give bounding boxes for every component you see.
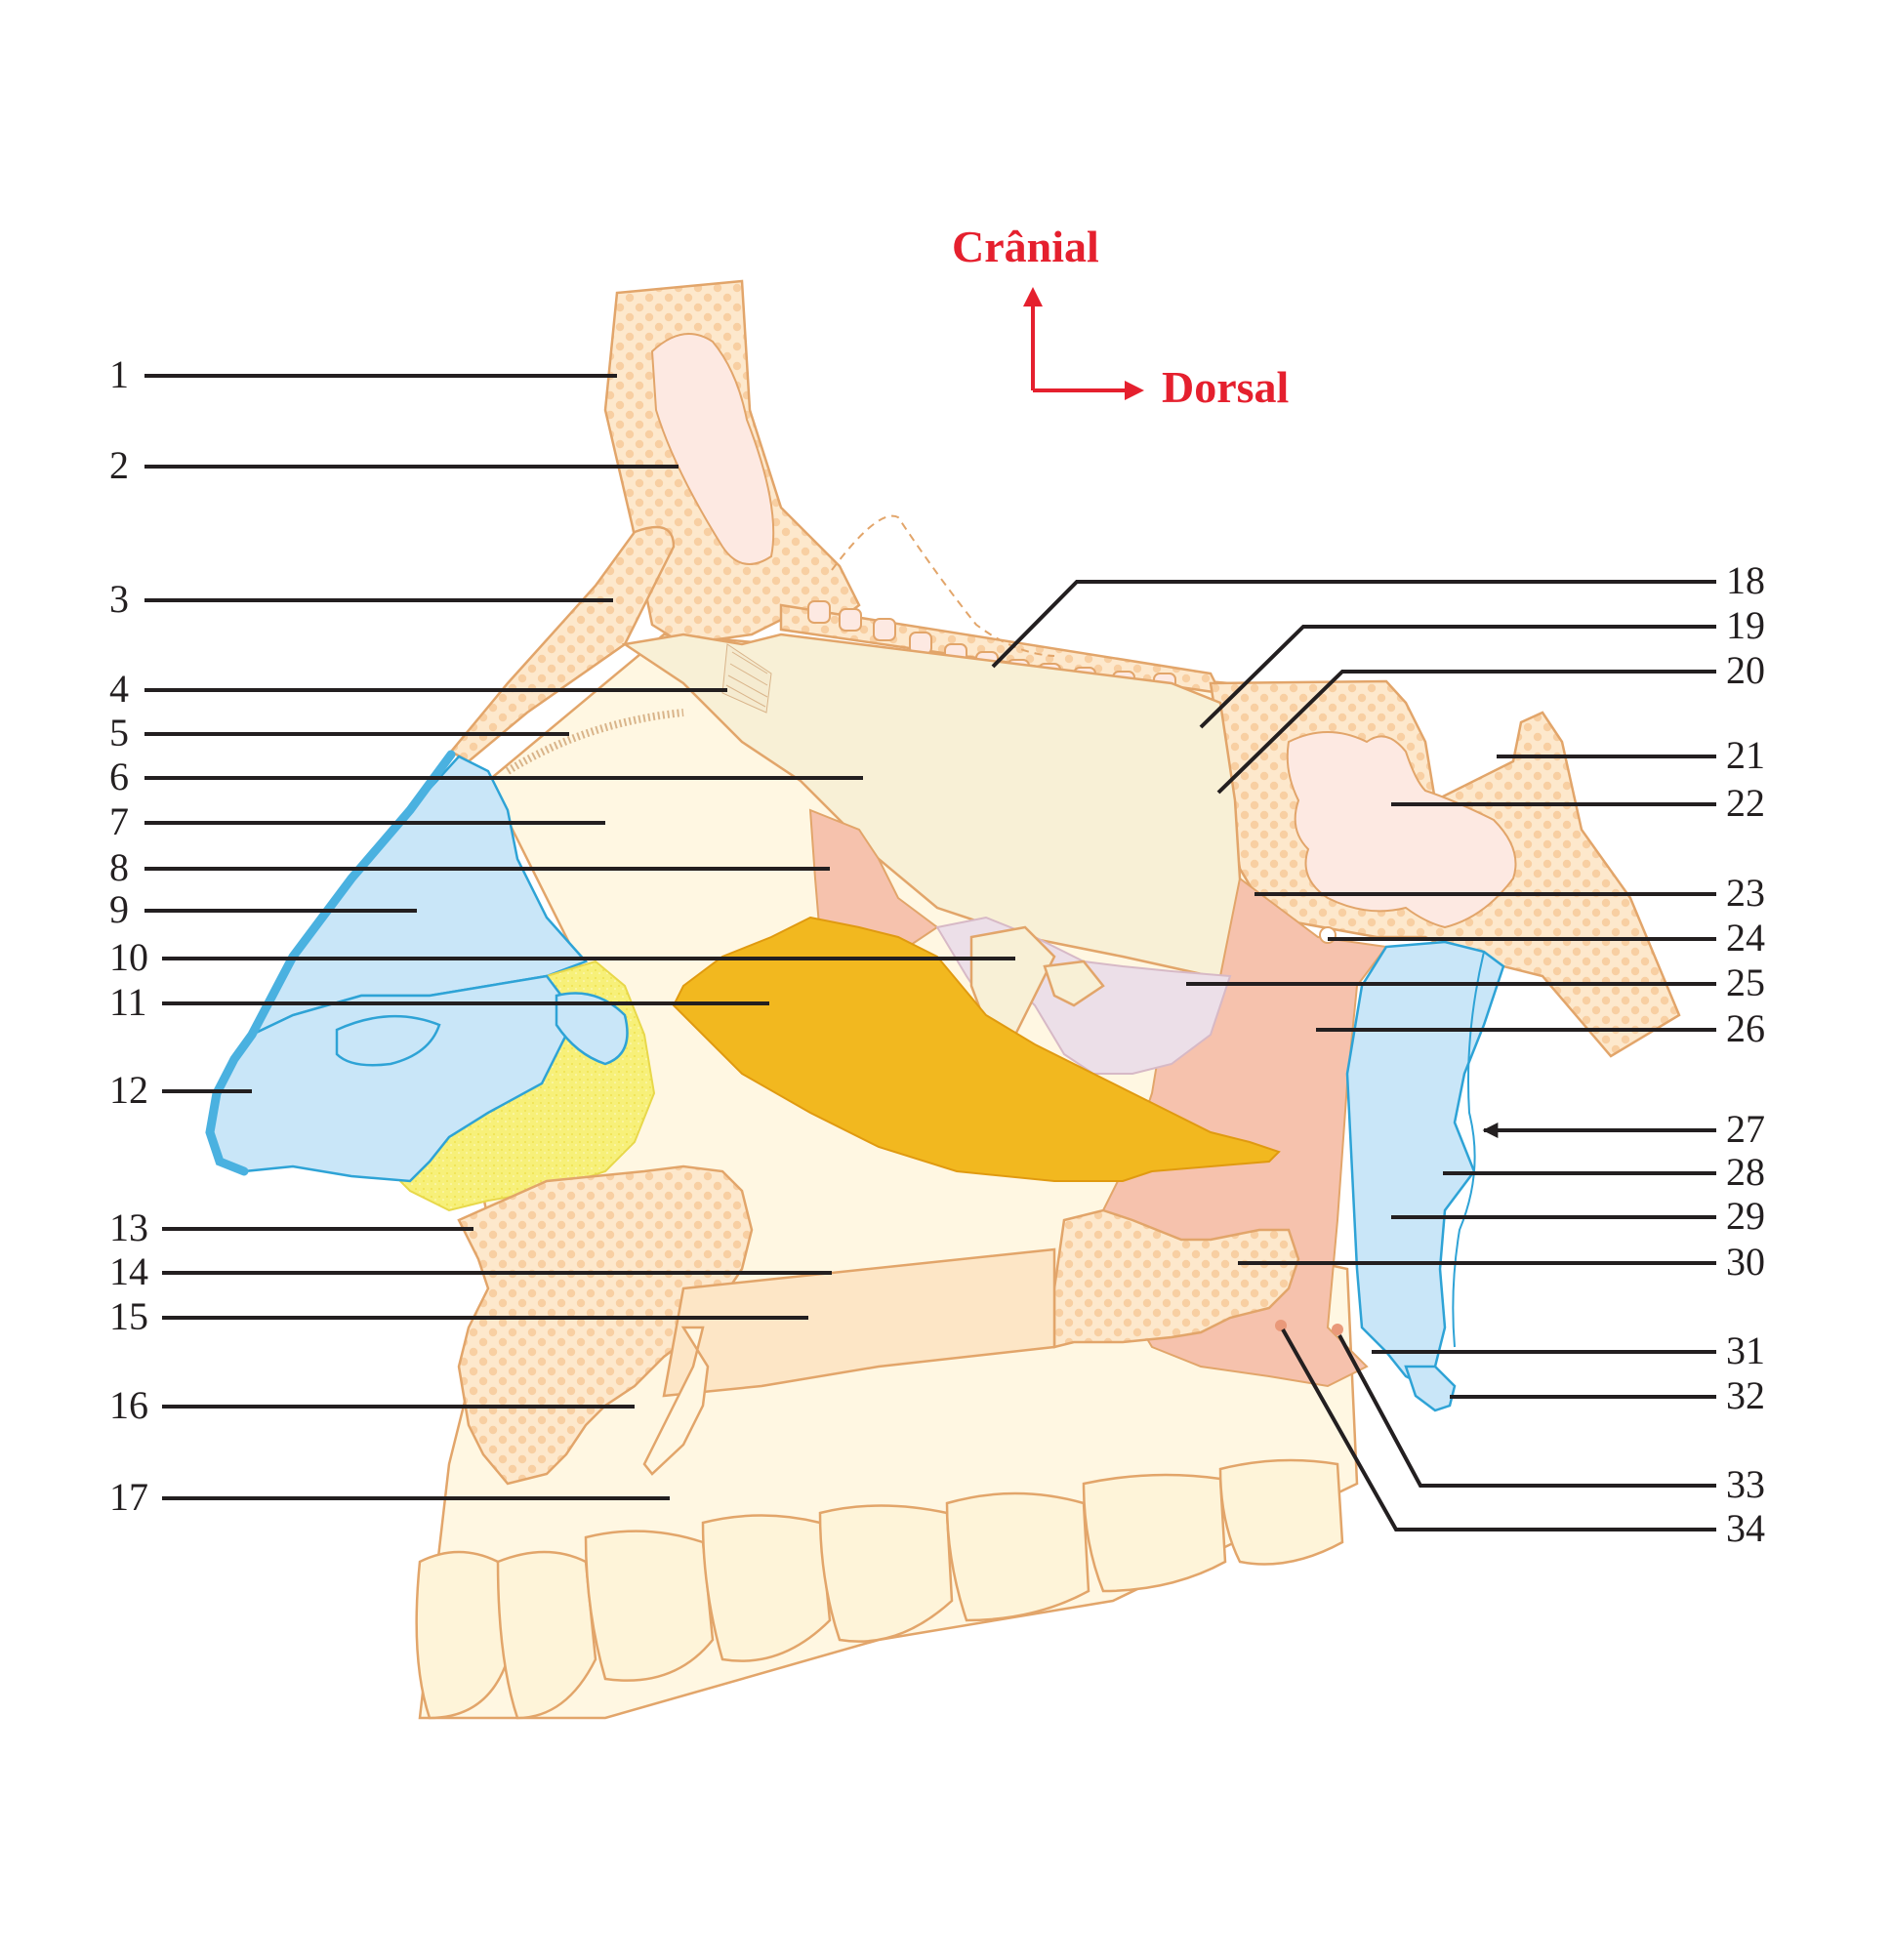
nasal-bone	[449, 525, 676, 763]
label-22: 22	[1726, 781, 1765, 825]
label-9: 9	[109, 887, 129, 931]
orientation-indicator: Crânial Dorsal	[952, 222, 1289, 412]
label-13: 13	[109, 1205, 148, 1249]
label-25: 25	[1726, 960, 1765, 1004]
label-24: 24	[1726, 916, 1765, 960]
alar-cartilage-inner	[335, 1014, 441, 1067]
label-32: 32	[1726, 1373, 1765, 1417]
label-12: 12	[109, 1068, 148, 1112]
leader-lines-left	[144, 374, 1015, 1500]
mucosa-upper	[808, 808, 939, 959]
label-1: 1	[109, 352, 129, 396]
opening-33	[1332, 1324, 1343, 1335]
opening-34	[1275, 1320, 1287, 1331]
label-33: 33	[1726, 1462, 1765, 1506]
concha-fragment	[1043, 960, 1105, 1007]
incisive-canal	[642, 1326, 710, 1476]
dorsal-label: Dorsal	[1162, 362, 1289, 412]
teeth	[415, 1458, 1344, 1720]
label-20: 20	[1726, 648, 1765, 692]
label-34: 34	[1726, 1506, 1765, 1550]
label-4: 4	[109, 667, 129, 711]
label-16: 16	[109, 1383, 148, 1427]
label-29: 29	[1726, 1194, 1765, 1238]
label-8: 8	[109, 845, 129, 889]
label-5: 5	[109, 711, 129, 755]
label-30: 30	[1726, 1240, 1765, 1284]
maxilla-palatine-process	[457, 1164, 754, 1486]
label-2: 2	[109, 443, 129, 487]
label-19: 19	[1726, 603, 1765, 647]
label-18: 18	[1726, 558, 1765, 602]
labels-left: 1 2 3 4 5 6 7 8 9 10 11 12 13 14 15 16 1…	[109, 352, 148, 1519]
anatomy	[205, 279, 1681, 1720]
label-26: 26	[1726, 1006, 1765, 1050]
label-6: 6	[109, 755, 129, 798]
label-11: 11	[109, 980, 147, 1024]
labels-right: 18 19 20 21 22 23 24 25 26 27 28 29 30 3…	[1726, 558, 1765, 1550]
middle-concha-edge	[969, 925, 1056, 1037]
label-15: 15	[109, 1294, 148, 1338]
label-27: 27	[1726, 1107, 1765, 1151]
hard-palate	[662, 1247, 1056, 1398]
label-31: 31	[1726, 1328, 1765, 1372]
uvula-tip	[1404, 1365, 1457, 1412]
ethmoid-lamina	[721, 643, 772, 714]
frontal-sinus	[650, 333, 775, 565]
label-23: 23	[1726, 871, 1765, 915]
alar-cartilage-lateral	[555, 992, 629, 1066]
sphenoid-sinus	[1286, 731, 1517, 929]
inferior-concha	[672, 916, 1281, 1182]
label-28: 28	[1726, 1150, 1765, 1194]
pharyngeal-wall	[1345, 940, 1505, 1388]
cranial-label: Crânial	[952, 222, 1099, 271]
label-21: 21	[1726, 733, 1765, 777]
palatine-bone	[1052, 1208, 1300, 1349]
label-17: 17	[109, 1475, 148, 1519]
pharyngeal-wall-inner	[1452, 951, 1485, 1348]
nasal-skin-outline	[205, 750, 456, 1176]
leader-lines-right	[991, 580, 1716, 1531]
label-14: 14	[109, 1249, 148, 1293]
label-3: 3	[109, 577, 129, 621]
label-7: 7	[109, 799, 129, 843]
label-10: 10	[109, 935, 148, 979]
